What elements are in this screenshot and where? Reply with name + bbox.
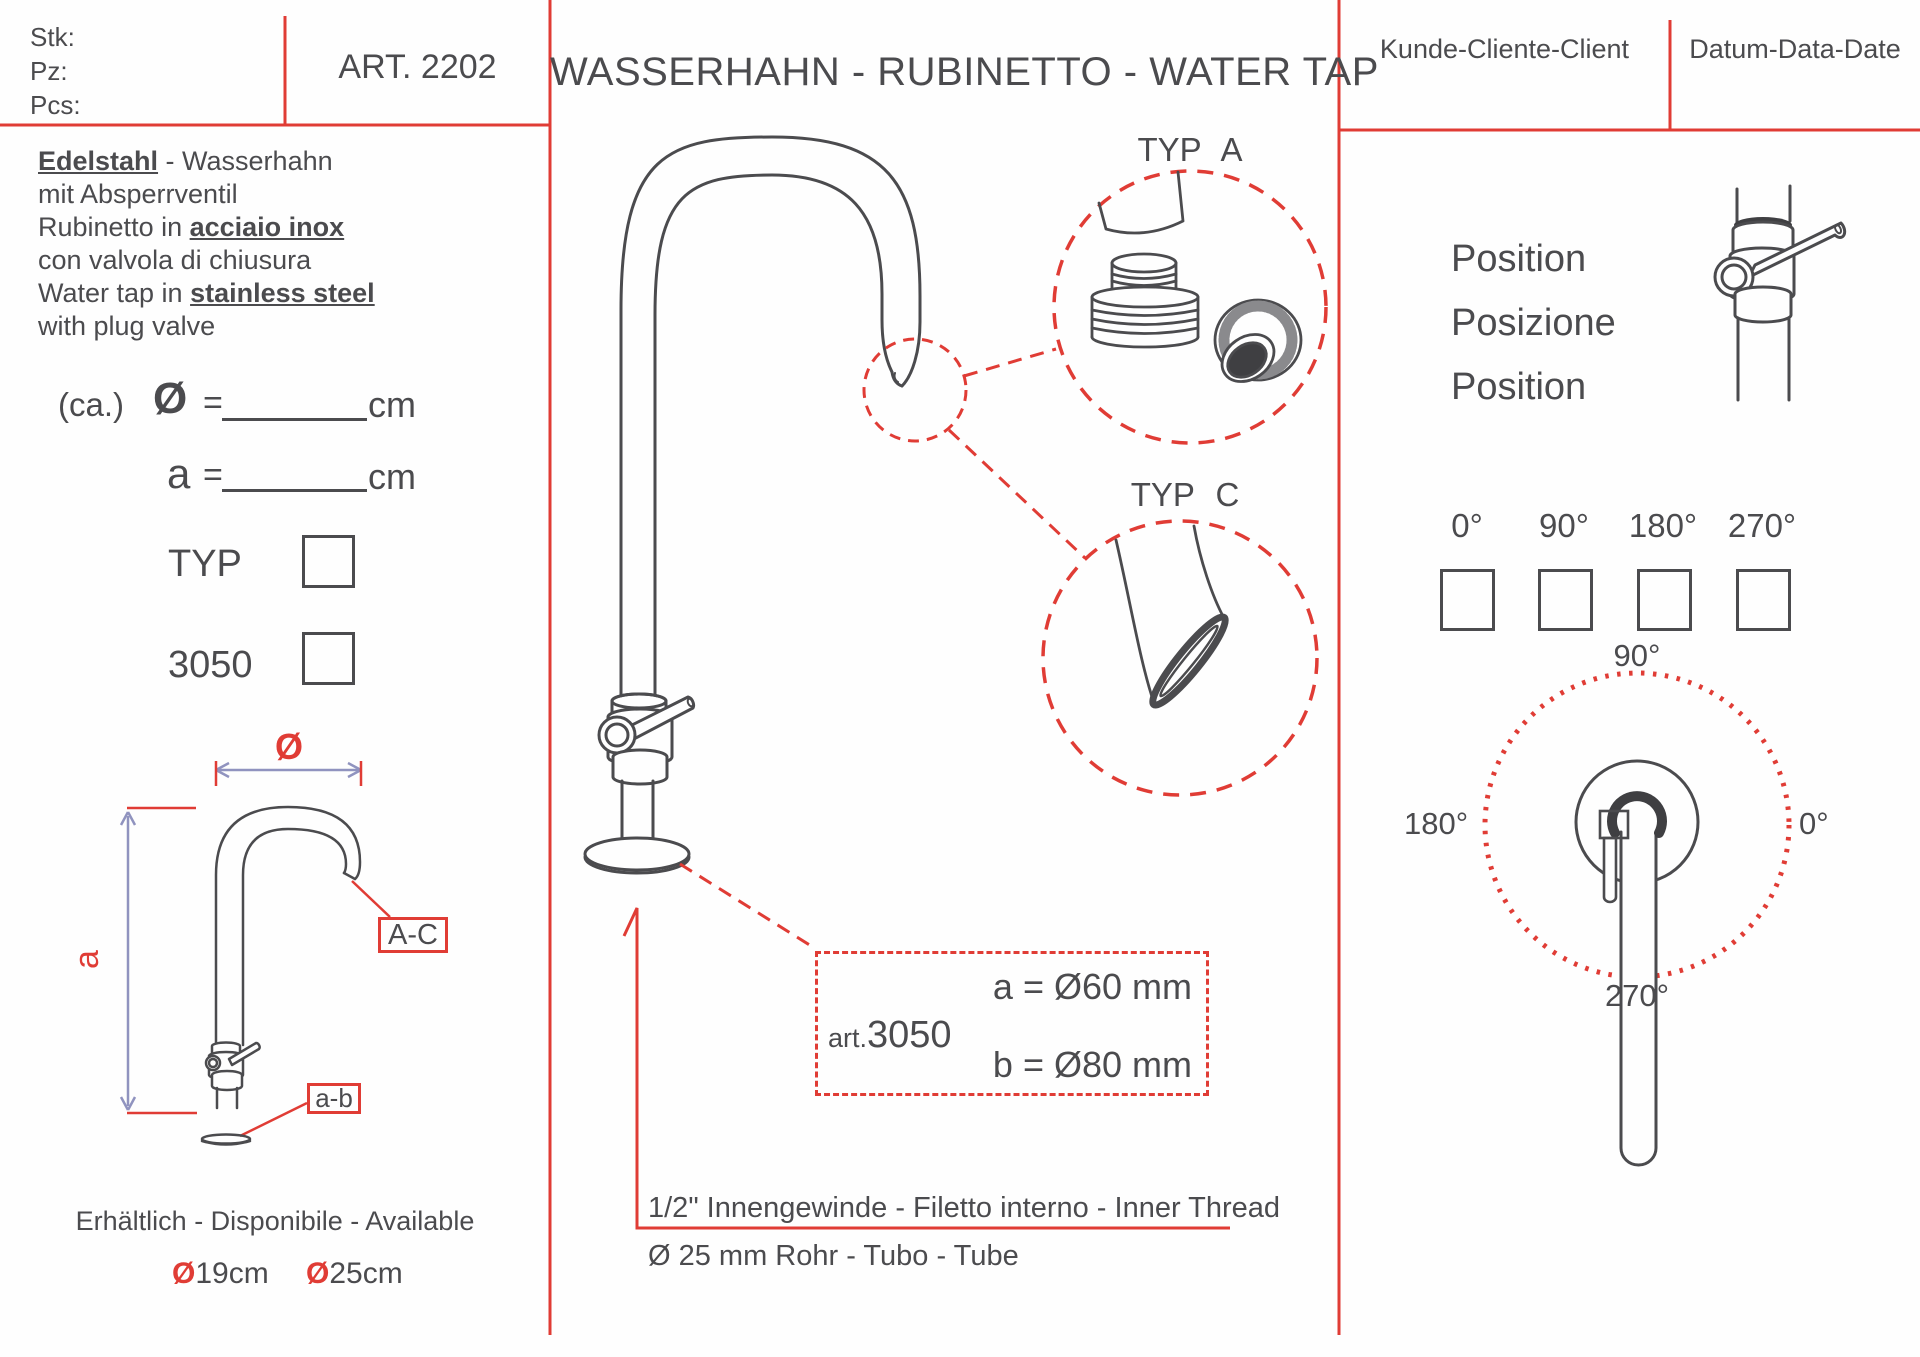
angle-label-180: 180° bbox=[1628, 507, 1698, 544]
description-line: Rubinetto in acciaio inox bbox=[38, 211, 375, 244]
position-90-checkbox[interactable] bbox=[1538, 569, 1593, 631]
art-prefix: art. bbox=[828, 1023, 868, 1053]
description-line: con valvola di chiusura bbox=[38, 244, 375, 277]
description-line: Water tap in stainless steel bbox=[38, 277, 375, 310]
position-180-checkbox[interactable] bbox=[1637, 569, 1692, 631]
diameter-unit: cm bbox=[368, 384, 416, 425]
diameter-blank-field[interactable] bbox=[222, 386, 367, 421]
size-value: 19cm bbox=[195, 1257, 269, 1290]
main-tap-drawing bbox=[583, 135, 922, 875]
position-270-checkbox[interactable] bbox=[1736, 569, 1791, 631]
typ-c-detail-drawing bbox=[1041, 519, 1319, 797]
description-line: with plug valve bbox=[38, 310, 375, 343]
mini-dimension-diagram bbox=[119, 761, 391, 1146]
typ-c-label: TYP C bbox=[1130, 476, 1240, 513]
art-code: 3050 bbox=[867, 1014, 952, 1056]
position-label-it: Posizione bbox=[1451, 302, 1616, 344]
approx-label: (ca.) bbox=[58, 386, 124, 423]
description-text: with plug valve bbox=[38, 311, 216, 341]
spare-part-box: art.3050 a = Ø60 mm b = Ø80 mm bbox=[815, 951, 1209, 1096]
mini-height-label: a bbox=[67, 950, 106, 969]
availability-option-19: Ø19cm bbox=[172, 1257, 269, 1291]
angle-label-90: 90° bbox=[1539, 507, 1589, 544]
stk-label: Stk: bbox=[30, 22, 75, 52]
equals-sign: = bbox=[203, 384, 223, 422]
dia-symbol-red: Ø bbox=[172, 1257, 196, 1290]
valve-position-figure bbox=[1713, 184, 1847, 402]
height-a-symbol: a bbox=[167, 450, 191, 497]
material-it: acciaio inox bbox=[189, 212, 345, 242]
description-line: Edelstahl - Wasserhahn bbox=[38, 145, 375, 178]
pz-label: Pz: bbox=[30, 56, 68, 86]
height-a-unit: cm bbox=[368, 456, 416, 497]
customer-column-header: Kunde-Cliente-Client bbox=[1379, 34, 1630, 64]
availability-option-25: Ø25cm bbox=[306, 1257, 403, 1291]
spare-part-art: art.3050 bbox=[828, 1014, 952, 1057]
material-en: stainless steel bbox=[190, 278, 375, 308]
base-ref-box: a-b bbox=[307, 1083, 361, 1114]
position-label-en: Position bbox=[1451, 366, 1587, 408]
position-label-de: Position bbox=[1451, 238, 1587, 280]
code-3050-checkbox[interactable] bbox=[302, 632, 355, 685]
code-3050-label: 3050 bbox=[168, 644, 253, 686]
spare-dim-a: a = Ø60 mm bbox=[992, 966, 1192, 1007]
circle-label-270: 270° bbox=[1604, 978, 1670, 1013]
angle-label-270: 270° bbox=[1727, 507, 1797, 544]
spare-dim-b: b = Ø80 mm bbox=[992, 1044, 1192, 1085]
diameter-symbol: Ø bbox=[153, 374, 188, 423]
thread-note: 1/2" Innengewinde - Filetto interno - In… bbox=[648, 1192, 1281, 1224]
description-line: mit Absperrventil bbox=[38, 178, 375, 211]
description-text: mit Absperrventil bbox=[38, 179, 238, 209]
typ-a-detail-drawing bbox=[1052, 169, 1328, 445]
base-ref-label: a-b bbox=[315, 1083, 353, 1113]
article-number: ART. 2202 bbox=[338, 48, 497, 86]
height-a-blank-field[interactable] bbox=[222, 457, 367, 492]
material-de: Edelstahl bbox=[38, 146, 159, 176]
description-text: Rubinetto in bbox=[38, 212, 190, 242]
circle-label-180: 180° bbox=[1404, 806, 1469, 841]
description-text: Water tap in bbox=[38, 278, 191, 308]
position-0-checkbox[interactable] bbox=[1440, 569, 1495, 631]
spout-ref-label: A-C bbox=[388, 918, 438, 951]
equals-sign: = bbox=[203, 456, 223, 494]
detail-leader-lines bbox=[622, 337, 1230, 1230]
availability-heading: Erhältlich - Disponibile - Available bbox=[75, 1206, 475, 1236]
page-title: WASSERHAHN - RUBINETTO - WATER TAP bbox=[550, 50, 1379, 94]
angle-label-0: 0° bbox=[1451, 507, 1483, 544]
typ-a-label: TYP A bbox=[1137, 131, 1243, 168]
tube-note: Ø 25 mm Rohr - Tubo - Tube bbox=[648, 1240, 1019, 1272]
typ-checkbox[interactable] bbox=[302, 535, 355, 588]
product-description: Edelstahl - Wasserhahn mit Absperrventil… bbox=[38, 145, 375, 343]
date-column-header: Datum-Data-Date bbox=[1689, 34, 1901, 64]
rotation-position-diagram bbox=[1482, 670, 1792, 1167]
circle-label-90: 90° bbox=[1613, 638, 1661, 673]
circle-label-0: 0° bbox=[1799, 806, 1829, 841]
dia-symbol-red: Ø bbox=[306, 1257, 330, 1290]
typ-label: TYP bbox=[168, 543, 242, 585]
pcs-label: Pcs: bbox=[30, 90, 81, 120]
description-text: - Wasserhahn bbox=[158, 146, 333, 176]
size-value: 25cm bbox=[329, 1257, 403, 1290]
description-text: con valvola di chiusura bbox=[38, 245, 312, 275]
spout-ref-box: A-C bbox=[378, 917, 448, 953]
mini-diameter-label: Ø bbox=[275, 726, 304, 767]
